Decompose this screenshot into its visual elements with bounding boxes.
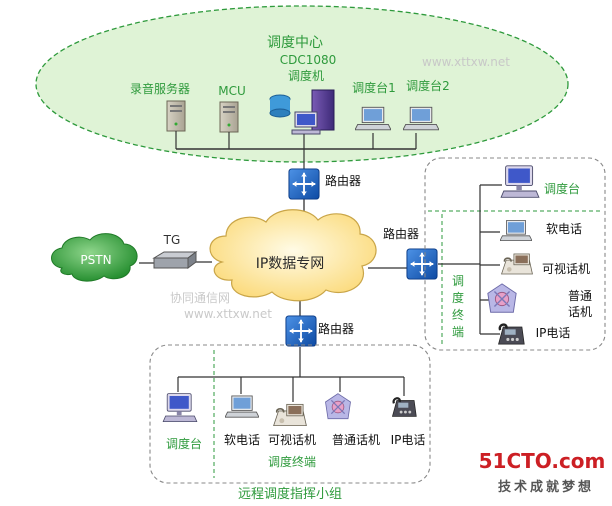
mid-watermark-cn: 协同通信网 [170,290,230,305]
cdc-dispatcher-icon [291,89,335,135]
mid-watermark-url: www.xttxw.net [184,307,272,321]
bottom-softphone-label: 软电话 [224,433,260,447]
right-videophone-label: 可视话机 [542,261,590,276]
tg-label: TG [163,233,181,247]
bottom-ipphone-icon [391,397,417,418]
right-normalphone-icon [487,283,517,313]
pstn-label: PSTN [80,253,111,267]
right-terminal-char-3: 终 [452,307,464,322]
right-terminal-char-1: 调 [452,274,464,288]
bottom-softphone-laptop-icon [225,395,259,418]
database-icon [269,94,291,118]
console1-label: 调度台1 [352,80,396,95]
right-terminal-char-4: 端 [452,325,464,339]
ip-network-cloud [209,209,377,302]
right-normalphone-label-line2: 话机 [568,305,592,319]
dispatch-center-ellipse [35,5,569,163]
right-softphone-laptop-icon [500,220,532,242]
right-console-workstation-icon [500,165,540,198]
router-right-icon [406,248,438,280]
bottom-group-title: 远程调度指挥小组 [238,486,342,502]
router-bottom-icon [285,315,317,347]
dispatch-center-group: 调度中心 www.xttxw.net 录音服务器 MCU CDC1080 调度机 [35,5,569,170]
brand-logo: 51CTO.com 技术成就梦想 [479,449,606,495]
recorder-server-icon [166,100,186,132]
console2-label: 调度台2 [406,78,450,93]
bottom-normalphone-label: 普通话机 [332,433,380,447]
cdc-label-line2: 调度机 [288,68,324,83]
recorder-label: 录音服务器 [130,81,190,96]
bottom-console-workstation-icon [162,393,198,423]
router-bottom-label: 路由器 [318,321,354,336]
brand-logo-text: 51CTO.com [479,449,606,473]
ip-network-label: IP数据专网 [256,256,325,272]
trunk-gateway-icon [152,251,198,269]
right-ipphone-icon [497,323,525,346]
right-videophone-icon [500,253,534,275]
brand-slogan: 技术成就梦想 [498,479,594,495]
pstn-cloud [51,233,138,282]
right-softphone-label: 软电话 [546,222,582,236]
router-right-label: 路由器 [383,226,419,241]
bottom-ipphone-label: IP电话 [391,433,426,447]
center-watermark: www.xttxw.net [422,55,510,69]
mcu-server-icon [219,101,239,133]
bottom-command-group: 调度台 软电话 可视话机 普通话机 IP电话 调度终端 [149,344,431,484]
bottom-videophone-label: 可视话机 [268,432,316,447]
bottom-links [177,347,405,402]
router-top-icon [288,168,320,200]
right-links [438,184,502,335]
bottom-terminal-label: 调度终端 [268,454,316,469]
center-drops [175,131,417,170]
right-ipphone-label: IP电话 [536,326,571,340]
router-top-label: 路由器 [325,173,361,188]
bottom-videophone-icon [272,403,308,427]
right-console-label: 调度台 [544,181,580,196]
dispatch-center-title: 调度中心 [267,35,323,51]
bottom-console-label: 调度台 [166,436,202,451]
right-normalphone-label-line1: 普通 [568,289,592,303]
bottom-normalphone-icon [324,393,352,420]
cdc-label-line1: CDC1080 [280,53,337,67]
right-terminal-group: 调度台 软电话 可视话机 普通 话机 IP电话 调 度 终 端 [424,157,606,351]
mcu-label: MCU [218,84,246,98]
right-terminal-char-2: 度 [452,290,464,305]
